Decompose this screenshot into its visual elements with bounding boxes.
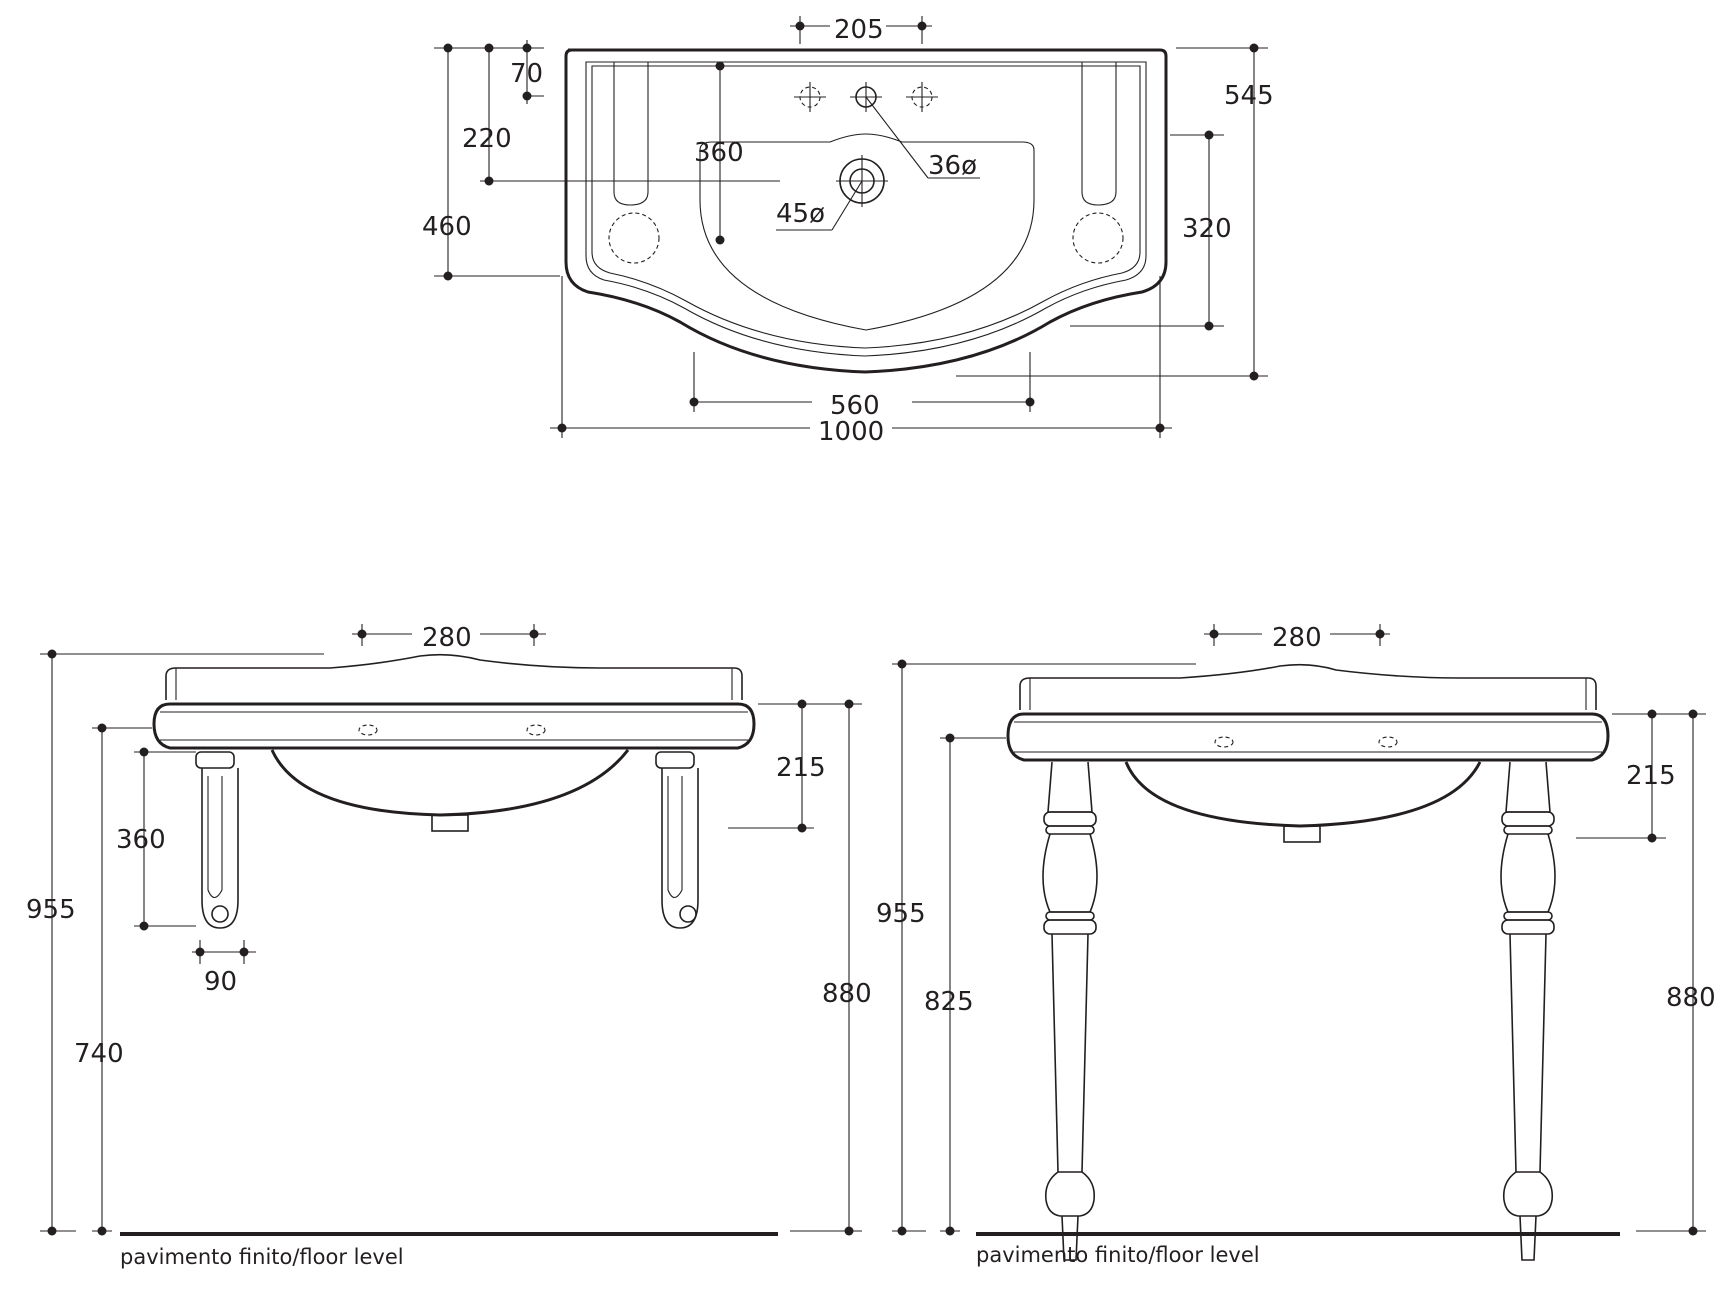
right-bowl bbox=[1124, 761, 1482, 828]
label-280-right: 280 bbox=[1272, 623, 1322, 653]
label-45o: 45ø bbox=[776, 199, 825, 229]
side-view-right: 280 955 825 215 bbox=[876, 623, 1716, 1267]
dim-bottom-stack: 560 1000 bbox=[550, 276, 1172, 447]
left-bowl bbox=[270, 749, 630, 817]
dim-215-left: 215 bbox=[728, 699, 826, 833]
dim-740-left: 740 bbox=[74, 723, 152, 1236]
label-360-left: 360 bbox=[116, 825, 166, 855]
side-view-left: 280 955 740 360 bbox=[26, 623, 872, 1269]
label-280-left: 280 bbox=[422, 623, 472, 653]
tap-hole-right bbox=[906, 82, 938, 112]
tap-hole-left bbox=[794, 82, 826, 112]
right-leg-b bbox=[1500, 761, 1556, 1261]
right-slot bbox=[1081, 62, 1117, 206]
basin-rim bbox=[585, 61, 1147, 357]
basin-outline bbox=[564, 48, 1168, 374]
left-soap-dish bbox=[608, 212, 660, 264]
label-545: 545 bbox=[1224, 81, 1274, 111]
left-rim bbox=[152, 702, 756, 750]
label-215-left: 215 bbox=[776, 753, 826, 783]
label-955-right: 955 bbox=[876, 899, 926, 929]
plan-view: 205 70 220 460 360 bbox=[422, 15, 1274, 447]
leader-45: 45ø bbox=[776, 180, 863, 231]
dim-360-plan: 360 bbox=[694, 61, 744, 245]
right-soap-dish bbox=[1072, 212, 1124, 264]
left-bracket-b bbox=[655, 751, 699, 929]
dim-280-right: 280 bbox=[1204, 623, 1390, 653]
dim-215-right: 215 bbox=[1576, 709, 1676, 843]
dim-right-stack: 545 320 bbox=[956, 43, 1274, 381]
label-360-plan: 360 bbox=[694, 138, 744, 168]
dim-left-stack: 70 220 460 bbox=[422, 40, 780, 281]
floor-label-left: pavimento finito/floor level bbox=[120, 1245, 404, 1269]
basin-rim-inner bbox=[591, 65, 1141, 349]
basin-bowl bbox=[699, 133, 1035, 331]
label-70: 70 bbox=[510, 59, 543, 89]
label-880-right: 880 bbox=[1666, 983, 1716, 1013]
dim-205: 205 bbox=[790, 15, 932, 45]
dim-955-right: 955 bbox=[876, 659, 1196, 1236]
leader-36: 36ø bbox=[865, 96, 980, 181]
right-splash bbox=[1019, 663, 1597, 710]
dim-280-left: 280 bbox=[352, 623, 546, 653]
dim-880-right: 880 bbox=[1612, 709, 1716, 1236]
left-bracket-a bbox=[195, 751, 239, 929]
label-740-left: 740 bbox=[74, 1039, 124, 1069]
label-955-left: 955 bbox=[26, 895, 76, 925]
label-215-right: 215 bbox=[1626, 761, 1676, 791]
right-rim bbox=[1006, 712, 1610, 762]
right-leg-a bbox=[1042, 761, 1098, 1261]
label-320: 320 bbox=[1182, 214, 1232, 244]
left-drain bbox=[431, 814, 469, 832]
label-205: 205 bbox=[834, 15, 884, 45]
label-825-right: 825 bbox=[924, 987, 974, 1017]
label-460: 460 bbox=[422, 212, 472, 242]
dim-360-left: 360 bbox=[116, 747, 196, 931]
label-1000: 1000 bbox=[818, 417, 884, 447]
right-drain bbox=[1283, 825, 1321, 843]
dim-955-left: 955 bbox=[26, 649, 324, 1236]
label-90-left: 90 bbox=[204, 967, 237, 997]
dim-880-left: 880 bbox=[758, 699, 872, 1236]
label-880-left: 880 bbox=[822, 979, 872, 1009]
dim-825-right: 825 bbox=[924, 733, 1006, 1236]
label-220: 220 bbox=[462, 124, 512, 154]
label-560: 560 bbox=[830, 391, 880, 421]
floor-label-right: pavimento finito/floor level bbox=[976, 1243, 1260, 1267]
left-slot bbox=[613, 62, 649, 206]
left-splash bbox=[165, 653, 743, 700]
dim-90-left: 90 bbox=[192, 940, 256, 997]
label-36o: 36ø bbox=[928, 151, 977, 181]
